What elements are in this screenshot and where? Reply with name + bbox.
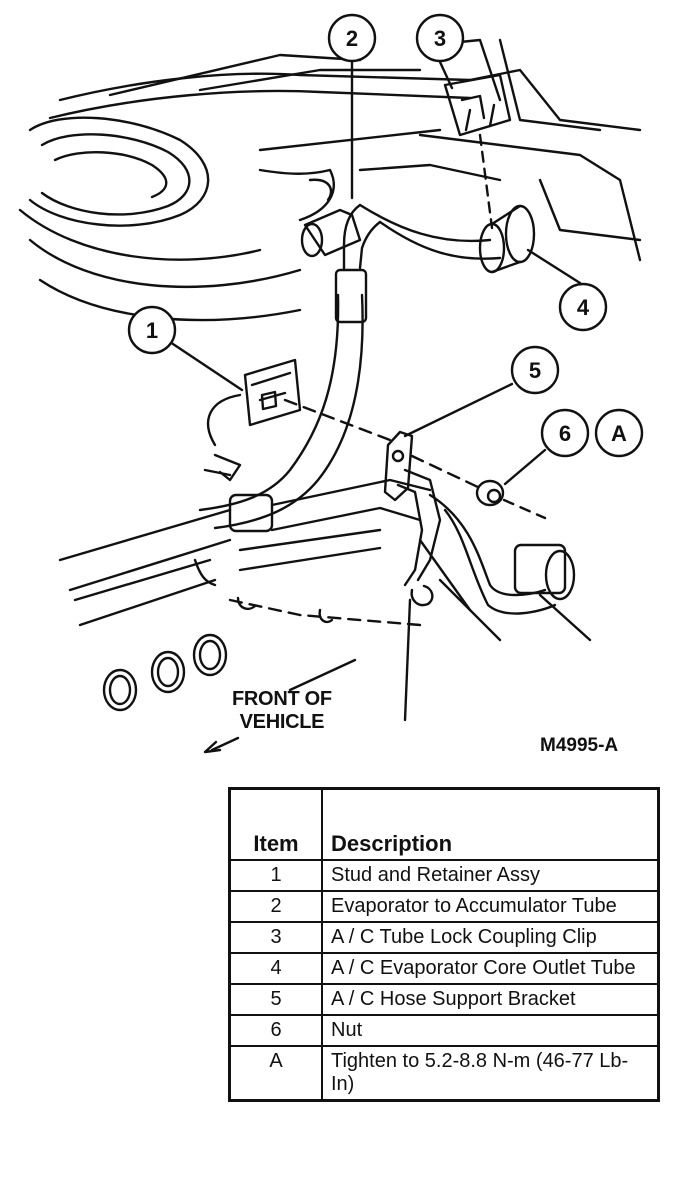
legend-header-row: Item Description <box>228 787 660 861</box>
legend-description-cell: Stud and Retainer Assy <box>321 859 660 892</box>
callout-5-label: 5 <box>529 358 541 383</box>
exploded-assembly-diagram: 2 3 4 1 5 6 A <box>18 13 644 754</box>
callout-2: 2 <box>327 13 377 63</box>
table-row: 4 A / C Evaporator Core Outlet Tube <box>228 952 660 985</box>
evaporator-to-accumulator-tube <box>198 203 502 530</box>
callout-6-label: 6 <box>559 421 571 446</box>
callout-3-label: 3 <box>434 26 446 51</box>
callout-3: 3 <box>415 13 465 63</box>
callout-4: 4 <box>558 282 608 332</box>
legend-item-cell: 5 <box>228 983 323 1016</box>
front-label-line2: VEHICLE <box>239 711 325 733</box>
legend-item-cell: 2 <box>228 890 323 923</box>
figure-id: M4995-A <box>540 735 619 756</box>
front-label-line1: FRONT OF <box>232 688 332 710</box>
lower-tubes <box>58 478 432 627</box>
table-row: 5 A / C Hose Support Bracket <box>228 983 660 1016</box>
stud-and-retainer <box>203 358 392 482</box>
leader-lines <box>168 60 582 486</box>
grommets <box>102 633 357 712</box>
table-row: 6 Nut <box>228 1014 660 1047</box>
callout-A: A <box>594 408 644 458</box>
legend-description-cell: A / C Hose Support Bracket <box>321 983 660 1016</box>
callout-4-label: 4 <box>577 295 590 320</box>
legend-description-cell: A / C Evaporator Core Outlet Tube <box>321 952 660 985</box>
legend-description-cell: Tighten to 5.2-8.8 N-m (46-77 Lb-In) <box>321 1045 660 1102</box>
legend-header-description: Description <box>321 787 660 861</box>
legend-description-cell: A / C Tube Lock Coupling Clip <box>321 921 660 954</box>
legend-item-cell: 6 <box>228 1014 323 1047</box>
callout-A-label: A <box>611 421 627 446</box>
callout-5: 5 <box>510 345 560 395</box>
legend-item-cell: 4 <box>228 952 323 985</box>
legend-description-cell: Nut <box>321 1014 660 1047</box>
hose-support-bracket <box>383 430 502 722</box>
nut <box>410 454 547 520</box>
legend-table: Item Description 1 Stud and Retainer Ass… <box>228 787 660 1102</box>
legend-item-cell: 3 <box>228 921 323 954</box>
table-row: 1 Stud and Retainer Assy <box>228 859 660 892</box>
callout-6: 6 <box>540 408 590 458</box>
callout-1-label: 1 <box>146 318 158 343</box>
front-arrow <box>203 736 240 754</box>
hose-fitting <box>428 493 592 642</box>
table-row: 2 Evaporator to Accumulator Tube <box>228 890 660 923</box>
front-of-vehicle-label: FRONT OF VEHICLE <box>232 688 332 734</box>
table-row: 3 A / C Tube Lock Coupling Clip <box>228 921 660 954</box>
legend-header-item: Item <box>228 787 323 861</box>
lock-coupling-clip <box>443 73 512 230</box>
callout-2-label: 2 <box>346 26 358 51</box>
body-panel-lines <box>48 38 642 262</box>
callout-1: 1 <box>127 305 177 355</box>
legend-description-cell: Evaporator to Accumulator Tube <box>321 890 660 923</box>
legend-item-cell: 1 <box>228 859 323 892</box>
legend-item-cell: A <box>228 1045 323 1102</box>
table-row: A Tighten to 5.2-8.8 N-m (46-77 Lb-In) <box>228 1045 660 1102</box>
